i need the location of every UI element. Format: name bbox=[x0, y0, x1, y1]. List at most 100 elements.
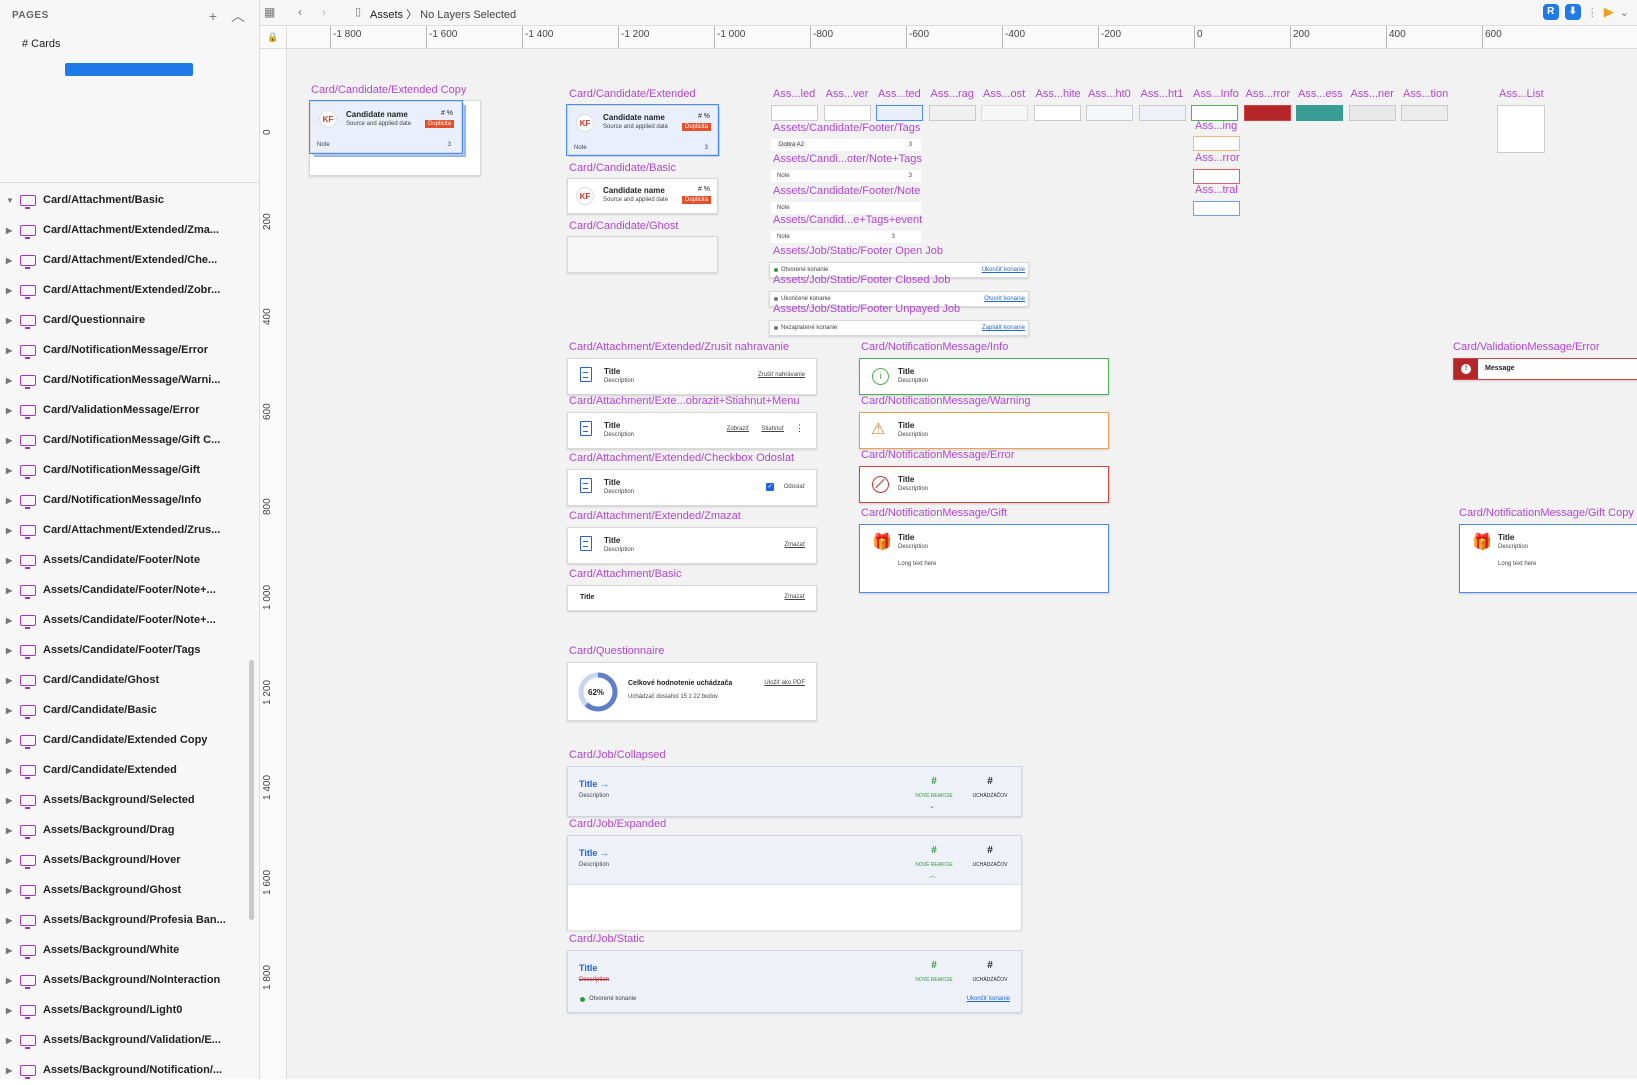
asset-swatch[interactable] bbox=[876, 105, 923, 121]
layer-item[interactable]: ▶Card/Candidate/Extended bbox=[0, 755, 248, 785]
pay-job-link[interactable]: Zaplatiť konanie bbox=[982, 325, 1025, 331]
disclosure-triangle-icon[interactable]: ▶ bbox=[6, 225, 13, 235]
asset-swatch[interactable] bbox=[1193, 169, 1240, 184]
footer-tags[interactable]: Dobra AJ 3 bbox=[771, 139, 921, 151]
layer-item[interactable]: ▶Assets/Candidate/Footer/Note+... bbox=[0, 575, 248, 605]
chevron-down-icon[interactable]: ⌄ bbox=[1619, 6, 1629, 19]
add-page-icon[interactable]: + bbox=[208, 8, 218, 24]
artboard-label[interactable]: Card/Attachment/Extended/Checkbox Odosla… bbox=[569, 452, 795, 464]
layer-item[interactable]: ▶Assets/Background/Notification/... bbox=[0, 1055, 248, 1085]
disclosure-triangle-icon[interactable]: ▶ bbox=[6, 765, 13, 775]
artboard-label[interactable]: Assets/Job/Static/Footer Unpayed Job bbox=[773, 303, 961, 315]
disclosure-triangle-icon[interactable]: ▶ bbox=[6, 465, 13, 475]
layer-item[interactable]: ▶Assets/Background/Light0 bbox=[0, 995, 248, 1025]
disclosure-triangle-icon[interactable]: ▶ bbox=[6, 555, 13, 565]
job-collapsed-card[interactable]: Title → Description # NOVÉ REAKCIE ⌄ # U… bbox=[567, 766, 1022, 817]
open-job-link[interactable]: Otvoriť konanie bbox=[984, 296, 1025, 302]
candidate-ghost-card[interactable] bbox=[567, 236, 718, 273]
disclosure-triangle-icon[interactable]: ▶ bbox=[6, 735, 13, 745]
artboard-label[interactable]: Ass...ver bbox=[825, 88, 869, 100]
footer-tags-event[interactable]: Note 3 bbox=[771, 231, 921, 243]
layer-item[interactable]: ▶Assets/Background/White bbox=[0, 935, 248, 965]
artboard-label[interactable]: Ass...ess bbox=[1298, 88, 1343, 100]
artboard-label[interactable]: Card/Candidate/Basic bbox=[569, 162, 677, 174]
layer-item[interactable]: ▶Card/Candidate/Extended Copy bbox=[0, 725, 248, 755]
layer-item[interactable]: ▶Card/Attachment/Extended/Zobr... bbox=[0, 275, 248, 305]
candidate-card[interactable]: KF Candidate name Source and applied dat… bbox=[309, 100, 463, 154]
notification-gift-copy-card[interactable]: 🎁 Title Description Long text here bbox=[1459, 524, 1637, 593]
disclosure-triangle-icon[interactable]: ▶ bbox=[6, 315, 13, 325]
artboard-label[interactable]: Card/Candidate/Extended Copy bbox=[311, 84, 467, 96]
disclosure-triangle-icon[interactable]: ▶ bbox=[6, 825, 13, 835]
layer-item[interactable]: ▶Assets/Candidate/Footer/Note bbox=[0, 545, 248, 575]
layer-item[interactable]: ▶Assets/Background/Drag bbox=[0, 815, 248, 845]
job-static-card[interactable]: Title Description # NOVÉ REAKCIE # UCHÁD… bbox=[567, 950, 1022, 1013]
disclosure-triangle-icon[interactable]: ▶ bbox=[6, 285, 13, 295]
artboard-label[interactable]: Card/ValidationMessage/Error bbox=[1453, 341, 1600, 353]
questionnaire-card[interactable]: 62% Celkové hodnotenie uchádzača Uchádza… bbox=[567, 662, 817, 721]
asset-swatch[interactable] bbox=[823, 105, 871, 121]
artboard-label[interactable]: Assets/Job/Static/Footer Closed Job bbox=[773, 274, 951, 286]
disclosure-triangle-icon[interactable]: ▶ bbox=[6, 375, 13, 385]
layer-item[interactable]: ▶Card/NotificationMessage/Gift C... bbox=[0, 425, 248, 455]
validation-error-card[interactable]: ! Message bbox=[1453, 358, 1637, 380]
asset-swatch[interactable] bbox=[1033, 105, 1081, 121]
attachment-show-card[interactable]: Title Description Zobraziť Stiahnuť ⋮ bbox=[567, 412, 817, 449]
artboard-label[interactable]: Ass...tral bbox=[1195, 184, 1238, 196]
expand-chevron-icon[interactable]: ⌄ bbox=[929, 803, 935, 810]
artboard-label[interactable]: Card/NotificationMessage/Gift bbox=[861, 507, 1008, 519]
download-icon[interactable]: ⬇ bbox=[1564, 4, 1581, 20]
attachment-basic-card[interactable]: Title Zmazať bbox=[567, 585, 817, 611]
assets-list-swatch[interactable] bbox=[1497, 105, 1545, 153]
attachment-delete-card[interactable]: Title Description Zmazať bbox=[567, 527, 817, 564]
asset-swatch[interactable] bbox=[1193, 201, 1240, 216]
layer-item[interactable]: ▶Card/Attachment/Extended/Che... bbox=[0, 245, 248, 275]
layer-item[interactable]: ▶Card/NotificationMessage/Gift bbox=[0, 455, 248, 485]
disclosure-triangle-icon[interactable]: ▶ bbox=[6, 1065, 13, 1075]
disclosure-triangle-icon[interactable]: ▶ bbox=[6, 975, 13, 985]
artboard-label[interactable]: Assets/Job/Static/Footer Open Job bbox=[773, 245, 943, 257]
candidate-extended-card[interactable]: KF Candidate name Source and applied dat… bbox=[566, 104, 719, 156]
job-title[interactable]: Title → bbox=[579, 779, 609, 789]
artboard-label[interactable]: Card/Attachment/Exte...obrazit+Stiahnut+… bbox=[569, 395, 800, 407]
artboard-label[interactable]: Card/Attachment/Extended/Zmazat bbox=[569, 510, 741, 522]
job-footer-open[interactable]: Otvorené konanie Ukončiť konanie bbox=[769, 262, 1029, 278]
attachment-checkbox-card[interactable]: Title Description ✓ Odoslať bbox=[567, 469, 817, 506]
artboard-label[interactable]: Assets/Candid...e+Tags+event bbox=[773, 214, 923, 226]
artboard-label[interactable]: Ass...ing bbox=[1195, 120, 1238, 132]
artboard-label[interactable]: Ass...ht0 bbox=[1088, 88, 1131, 100]
artboard-label[interactable]: Card/Job/Expanded bbox=[569, 818, 667, 830]
asset-swatch[interactable] bbox=[1243, 105, 1291, 121]
footer-note-tags[interactable]: Note 3 bbox=[771, 170, 921, 182]
more-menu-icon[interactable]: ⋮ bbox=[795, 423, 804, 433]
layer-item[interactable]: ▶Card/Questionnaire bbox=[0, 305, 248, 335]
artboard-label[interactable]: Card/Job/Collapsed bbox=[569, 749, 666, 761]
forward-icon[interactable]: › bbox=[322, 5, 326, 19]
artboard-label[interactable]: Card/NotificationMessage/Error bbox=[861, 449, 1015, 461]
layer-item[interactable]: ▶Assets/Background/Ghost bbox=[0, 875, 248, 905]
collapse-chevron-icon[interactable]: ︿ bbox=[929, 872, 936, 879]
horizontal-ruler[interactable]: -1 800-1 600-1 400-1 200-1 000-800-600-4… bbox=[287, 26, 1637, 49]
collapse-pages-icon[interactable]: ︿ bbox=[231, 8, 245, 24]
close-job-link[interactable]: Ukončiť konanie bbox=[981, 267, 1025, 273]
artboard-label[interactable]: Card/Candidate/Ghost bbox=[569, 220, 679, 232]
job-footer-unpaid[interactable]: Nezaplatené konanie Zaplatiť konanie bbox=[769, 320, 1029, 336]
more-icon[interactable]: ⋮ bbox=[1586, 6, 1598, 19]
page-item-cards[interactable]: # Cards bbox=[22, 38, 61, 50]
layer-item[interactable]: ▶Card/Candidate/Basic bbox=[0, 695, 248, 725]
artboard-label[interactable]: Card/NotificationMessage/Gift Copy bbox=[1459, 507, 1634, 519]
notification-gift-card[interactable]: 🎁 Title Description Long text here bbox=[859, 524, 1109, 593]
attachment-cancel-card[interactable]: Title Description Zrušiť nahrávanie bbox=[567, 358, 817, 395]
disclosure-triangle-icon[interactable]: ▶ bbox=[6, 1005, 13, 1015]
disclosure-triangle-icon[interactable]: ▶ bbox=[6, 435, 13, 445]
grid-view-icon[interactable]: ▦ bbox=[264, 5, 276, 19]
layer-item[interactable]: ▶Assets/Background/Validation/E... bbox=[0, 1025, 248, 1055]
asset-swatch[interactable] bbox=[1401, 105, 1448, 121]
disclosure-triangle-icon[interactable]: ▶ bbox=[6, 255, 13, 265]
artboard-label[interactable]: Card/NotificationMessage/Warning bbox=[861, 395, 1031, 407]
disclosure-triangle-icon[interactable]: ▶ bbox=[6, 645, 13, 655]
disclosure-triangle-icon[interactable]: ▶ bbox=[6, 675, 13, 685]
artboard-label[interactable]: Ass...rror bbox=[1195, 152, 1240, 164]
send-checkbox[interactable]: ✓ bbox=[766, 483, 774, 491]
